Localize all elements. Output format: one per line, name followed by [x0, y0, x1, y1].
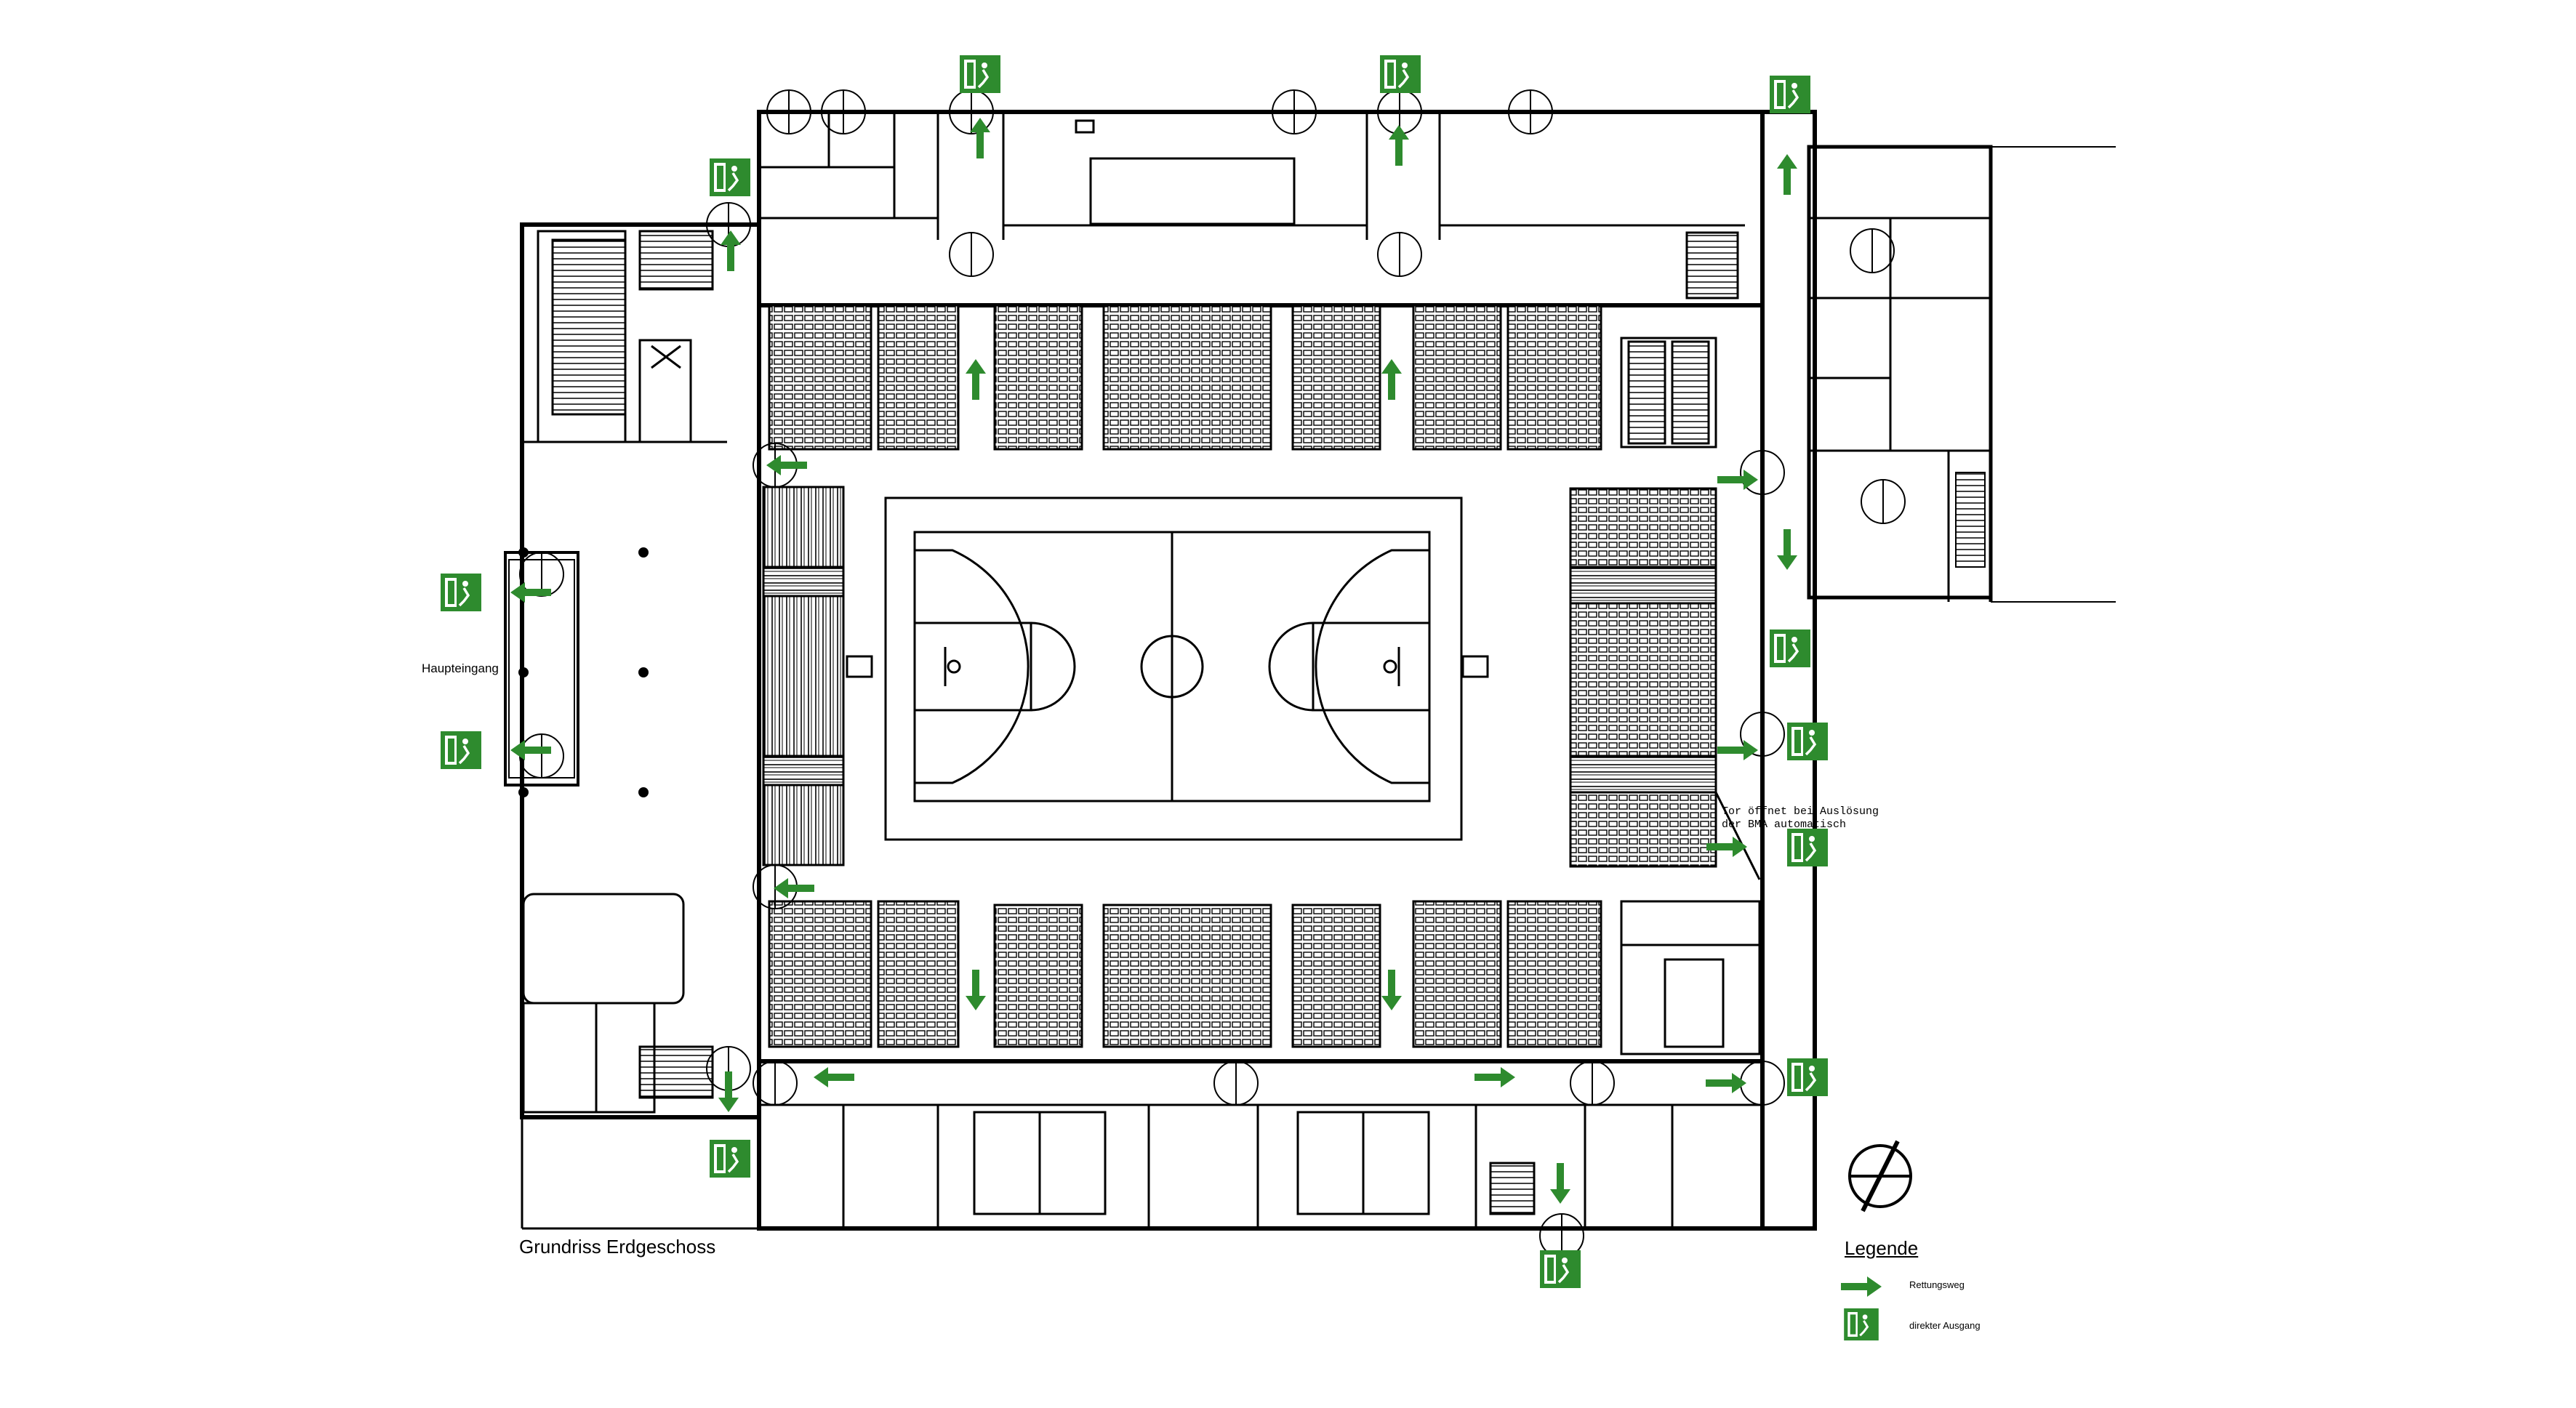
basketball-court	[846, 496, 1489, 841]
legend-exit-label: direkter Ausgang	[1909, 1320, 1981, 1331]
east-service-rooms	[1620, 337, 1761, 1055]
bleachers-east	[1569, 487, 1717, 868]
legend-title: Legende	[1845, 1237, 1919, 1259]
north-rooms	[759, 112, 1745, 299]
south-rooms	[759, 1103, 1762, 1228]
bleachers-south	[768, 900, 1602, 1048]
legend-route-label: Rettungsweg	[1909, 1279, 1965, 1290]
main-entrance-label: Haupteingang	[422, 661, 499, 675]
gate-note-line1: Tor öffnet bei Auslösung	[1722, 805, 1879, 818]
bleachers-west	[762, 486, 845, 866]
east-outbuilding	[1807, 145, 2116, 603]
west-rooms	[521, 230, 759, 1230]
drawing-title: Grundriss Erdgeschoss	[519, 1236, 716, 1258]
bleachers-north	[768, 304, 1602, 451]
north-compass-icon	[1848, 1140, 1912, 1212]
legend-symbols	[1841, 1276, 1882, 1342]
gate-note: Tor öffnet bei Auslösung der BMA automat…	[1722, 805, 1879, 832]
gate-note-line2: der BMA automatisch	[1722, 818, 1847, 831]
main-entrance-vestibule	[504, 547, 649, 797]
